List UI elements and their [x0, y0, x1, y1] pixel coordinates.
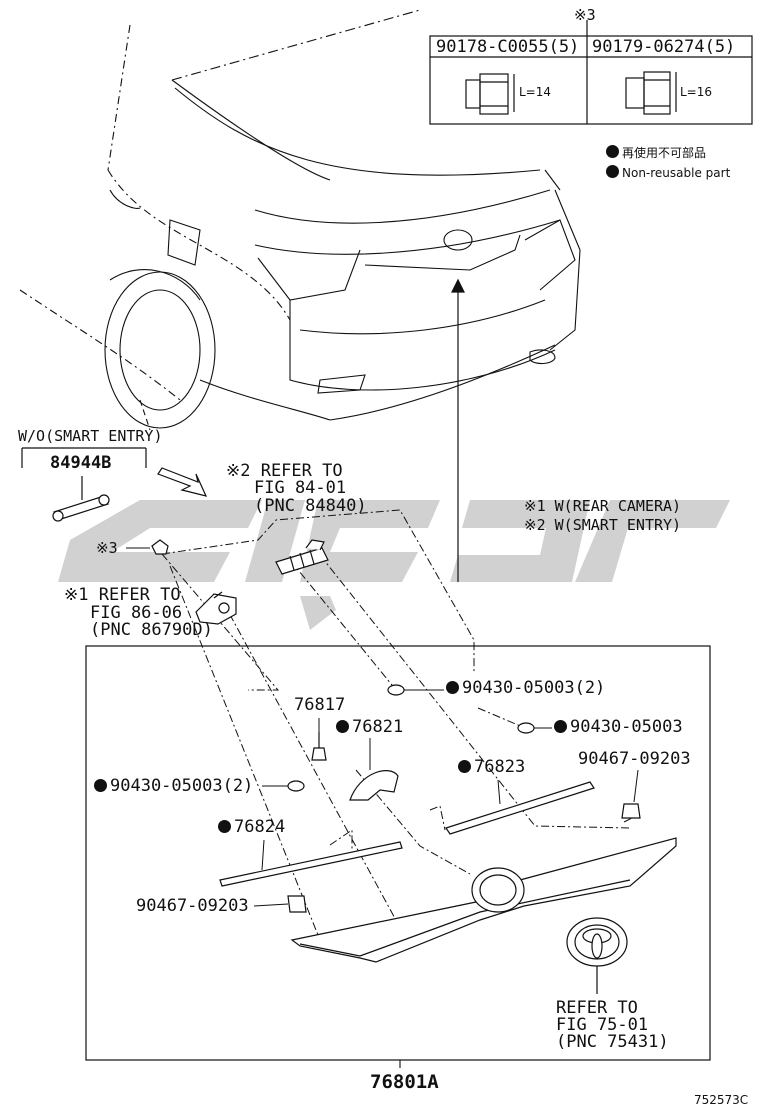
- label-wo-smart-entry: W/O(SMART ENTRY): [18, 427, 163, 445]
- fastener-part-2: 90179-06274(5): [592, 37, 736, 57]
- label-76821: 76821: [336, 719, 403, 736]
- fastener-part-1: 90178-C0055(5): [436, 37, 580, 57]
- smart-entry-switch: [275, 539, 329, 575]
- filled-circle-icon: [218, 820, 231, 833]
- label-90467-right: 90467-09203: [578, 749, 691, 769]
- note-rear-camera: ※1 W(REAR CAMERA): [524, 497, 682, 515]
- label-76823: 76823: [458, 759, 525, 776]
- label-76801a: 76801A: [370, 1071, 439, 1093]
- fastener-table: [429, 20, 753, 125]
- legend-ja: 再使用不可部品: [606, 145, 706, 159]
- fastener-length-2: L=16: [680, 85, 713, 99]
- diagram-id: 752573C: [694, 1093, 749, 1107]
- assembly-frame: [85, 645, 711, 1061]
- screw-76817: [311, 732, 327, 761]
- filled-circle-icon: [606, 145, 619, 158]
- fastener-length-1: L=14: [519, 85, 552, 99]
- ref-emblem-line3: (PNC 75431): [556, 1032, 669, 1052]
- label-84944b: 84944B: [50, 453, 112, 473]
- label-mark3: ※3: [96, 539, 118, 557]
- nut-icon: [151, 539, 169, 555]
- label-90430-single: 90430-05003: [554, 719, 683, 736]
- ref2-line2: FIG 84-01: [254, 478, 347, 498]
- label-90430-left: 90430-05003(2): [94, 778, 253, 795]
- filled-circle-icon: [554, 720, 567, 733]
- label-76824: 76824: [218, 819, 285, 836]
- ref2-line3: (PNC 84840): [254, 496, 367, 516]
- ref-emblem-line2: FIG 75-01: [556, 1015, 649, 1035]
- direction-arrow: [157, 467, 208, 497]
- legend-en: Non-reusable part: [606, 165, 730, 179]
- vehicle-rear-outline: [19, 9, 581, 431]
- molding-76824: [219, 841, 403, 887]
- ref2-line1: ※2 REFER TO: [226, 461, 343, 481]
- filled-circle-icon: [458, 760, 471, 773]
- cover-76821: [349, 770, 399, 801]
- rear-camera: [195, 591, 237, 625]
- filled-circle-icon: [336, 720, 349, 733]
- filled-circle-icon: [606, 165, 619, 178]
- ref1-line1: ※1 REFER TO: [64, 585, 181, 605]
- label-76817: 76817: [294, 695, 346, 715]
- note-smart-entry: ※2 W(SMART ENTRY): [524, 516, 682, 534]
- ref-emblem-line1: REFER TO: [556, 998, 638, 1018]
- filled-circle-icon: [94, 779, 107, 792]
- clip-90467: [287, 803, 641, 913]
- toyota-emblem: [566, 917, 628, 994]
- molding-76823: [445, 781, 595, 835]
- part-84944b: [21, 447, 147, 522]
- ref1-line2: FIG 86-06: [90, 603, 183, 623]
- installation-arrow: [451, 278, 465, 582]
- leader-lines: [126, 547, 639, 907]
- label-90430-top: 90430-05003(2): [446, 680, 605, 697]
- fastener-ref-mark: ※3: [574, 6, 596, 24]
- filled-circle-icon: [446, 681, 459, 694]
- watermark-logo: [58, 500, 730, 630]
- garnish-76801a: [290, 837, 677, 963]
- label-90467-left: 90467-09203: [136, 896, 249, 916]
- ref1-line3: (PNC 86790D): [90, 620, 213, 640]
